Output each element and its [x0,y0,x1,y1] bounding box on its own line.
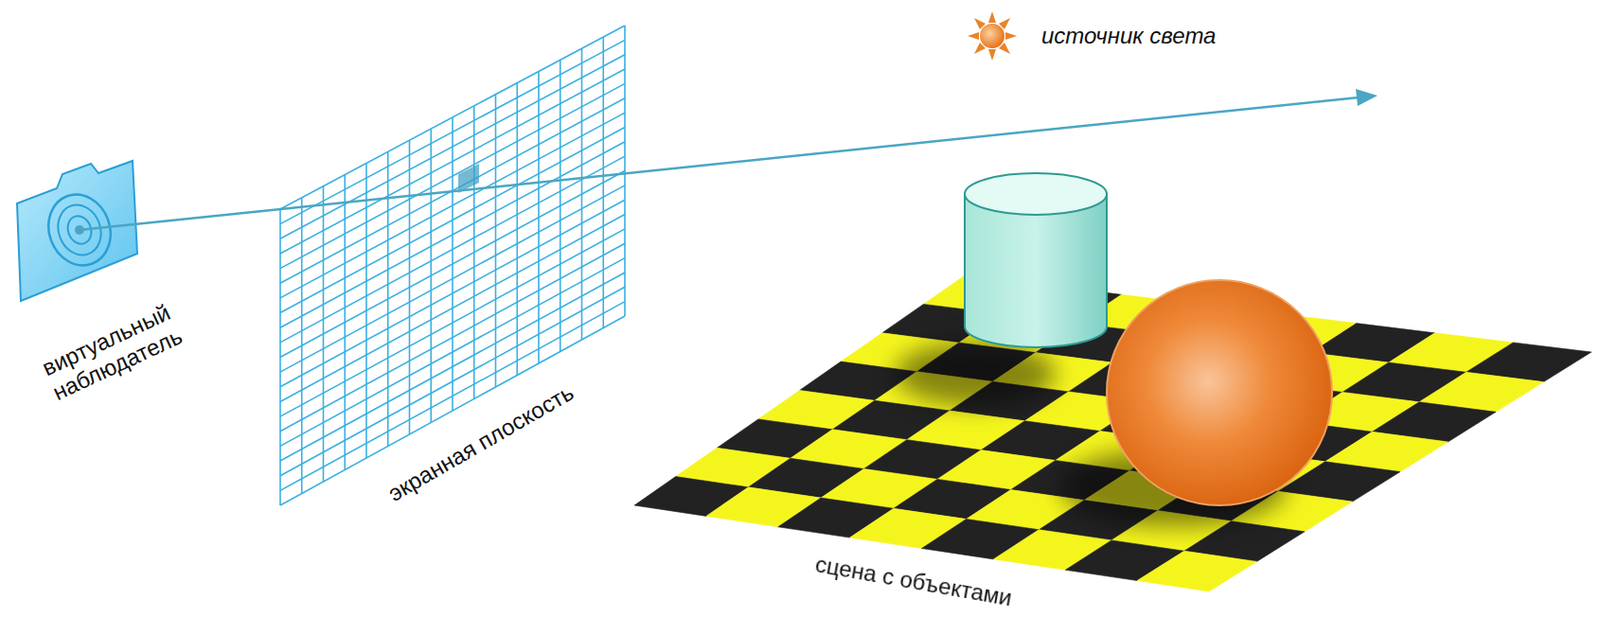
grid-line [280,112,625,299]
cylinder [964,173,1107,348]
label: виртуальный наблюдатель [30,295,195,409]
grid-line [280,126,625,313]
grid-line [280,316,625,506]
label: экранная плоскость [383,379,578,507]
checker-floor [634,275,1592,592]
grid-line [280,229,625,417]
grid-line [280,54,625,240]
sphere [1106,280,1333,506]
grid-line [280,69,625,254]
light-source-icon [967,11,1017,61]
label: источник света [1041,22,1216,50]
grid-line [280,25,625,210]
grid-line [280,214,625,403]
grid-line [280,199,625,388]
camera [17,160,138,302]
label: сцена с объектами [813,551,1014,612]
ray [74,88,1378,235]
floor-cell [1137,551,1257,592]
screen-grid [280,25,625,506]
grid-line [280,39,625,224]
grid-line [280,83,625,268]
grid-line [280,142,625,328]
grid-line [280,258,625,447]
grid-line [280,272,625,462]
